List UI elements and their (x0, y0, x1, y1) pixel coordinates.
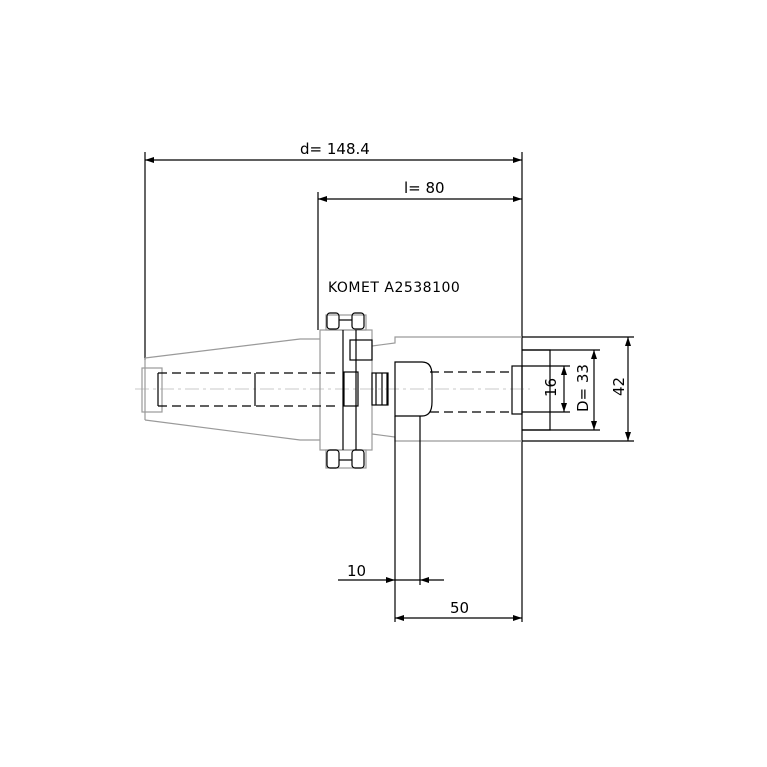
overall-length-label: d= 148.4 (300, 140, 370, 158)
depth-dimension: 50 (395, 599, 522, 621)
bore-diameter-label: 16 (542, 378, 560, 397)
outer-diameter-label: 42 (610, 377, 628, 396)
outer-diameter-dimension: 42 (522, 336, 634, 442)
gauge-length-dimension: l= 80 (317, 179, 522, 330)
tool-holder-body (141, 314, 522, 469)
bore-diameter-dimension: 16 (522, 365, 570, 413)
hidden-bore (157, 365, 523, 415)
gauge-length-label: l= 80 (404, 179, 445, 197)
overall-length-dimension: d= 148.4 (144, 140, 523, 622)
small-step-label: 10 (347, 562, 366, 580)
small-step-dimension: 10 (338, 562, 444, 583)
nose-diameter-label: D= 33 (574, 364, 592, 412)
part-number: KOMET A2538100 (328, 280, 460, 296)
nose-diameter-dimension: D= 33 (522, 349, 600, 431)
inner-cutter (394, 349, 551, 622)
depth-label: 50 (450, 599, 469, 617)
flange-details (326, 312, 389, 469)
